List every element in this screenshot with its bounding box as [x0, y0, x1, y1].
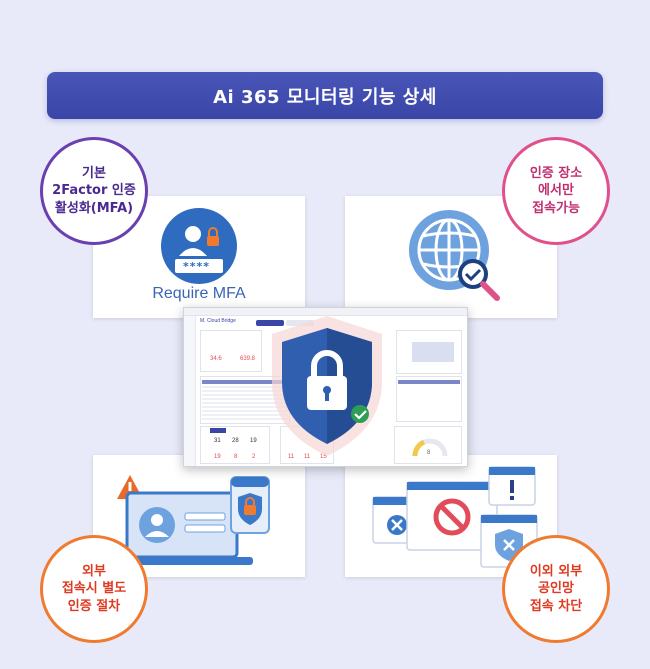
- gauge-panel: [394, 426, 462, 464]
- badge-block: 이외 외부 공인망 접속 차단: [502, 535, 610, 643]
- blocked-windows-icon: [372, 466, 538, 568]
- count-value: 11: [288, 454, 295, 460]
- globe-search-icon: [409, 210, 500, 301]
- user-lock-icon: [161, 208, 237, 284]
- dashboard-logo: M. Cloud Bridge: [200, 318, 236, 324]
- mfa-caption: Require MFA: [152, 285, 246, 302]
- badge-line: 접속 차단: [529, 598, 583, 614]
- badge-line: 이외 외부: [529, 563, 583, 579]
- map-image: [412, 342, 454, 362]
- badge-line: 활성화(MFA): [54, 200, 134, 216]
- dashboard-screenshot: M. Cloud Bridge 34.6 639.8 31 28 19 19 8…: [183, 307, 468, 467]
- dashboard-tab: [256, 320, 284, 326]
- dashboard-titlebar: [184, 308, 467, 316]
- badge-line: 외부: [82, 563, 106, 579]
- badge-line: 공인망: [538, 581, 574, 597]
- banner-title: Ai 365 모니터링 기능 상세: [213, 86, 437, 108]
- dashboard-sidebar: [184, 316, 196, 466]
- page-banner: Ai 365 모니터링 기능 상세: [47, 72, 603, 119]
- shield-lock-icon: [272, 316, 382, 456]
- badge-line: 에서만: [538, 183, 574, 199]
- stat-value: 639.8: [240, 356, 256, 362]
- count-value: 8: [234, 454, 238, 460]
- count-value: 28: [232, 438, 239, 444]
- count-value: 31: [214, 438, 221, 444]
- count-value: 15: [320, 454, 327, 460]
- stat-value: 34.6: [210, 356, 222, 362]
- count-value: 11: [304, 454, 311, 460]
- badge-region: 인증 장소 에서만 접속가능: [502, 137, 610, 245]
- badge-line: 2Factor 인증: [52, 183, 136, 199]
- mfa-card: **** Require MFA: [93, 196, 305, 318]
- badge-line: 인증 절차: [67, 598, 121, 614]
- table-header: [202, 380, 288, 384]
- stat-panel: [200, 330, 262, 372]
- right-table-header: [398, 380, 460, 384]
- count-header: [210, 428, 226, 433]
- badge-external: 외부 접속시 별도 인증 절차: [40, 535, 148, 643]
- count-value: 2: [252, 454, 256, 460]
- badge-mfa: 기본 2Factor 인증 활성화(MFA): [40, 137, 148, 245]
- badge-line: 접속시 별도: [61, 581, 127, 597]
- badge-line: 접속가능: [532, 200, 580, 216]
- gauge-value: 8: [427, 450, 431, 456]
- gauge-chart: [412, 438, 448, 457]
- dashboard-tab: [286, 320, 314, 326]
- count-value: 19: [214, 454, 221, 460]
- pin-mask: ****: [183, 260, 211, 273]
- phone-lock-icon: [230, 476, 270, 534]
- badge-line: 인증 장소: [529, 165, 583, 181]
- count-value: 19: [250, 438, 257, 444]
- badge-line: 기본: [82, 165, 106, 181]
